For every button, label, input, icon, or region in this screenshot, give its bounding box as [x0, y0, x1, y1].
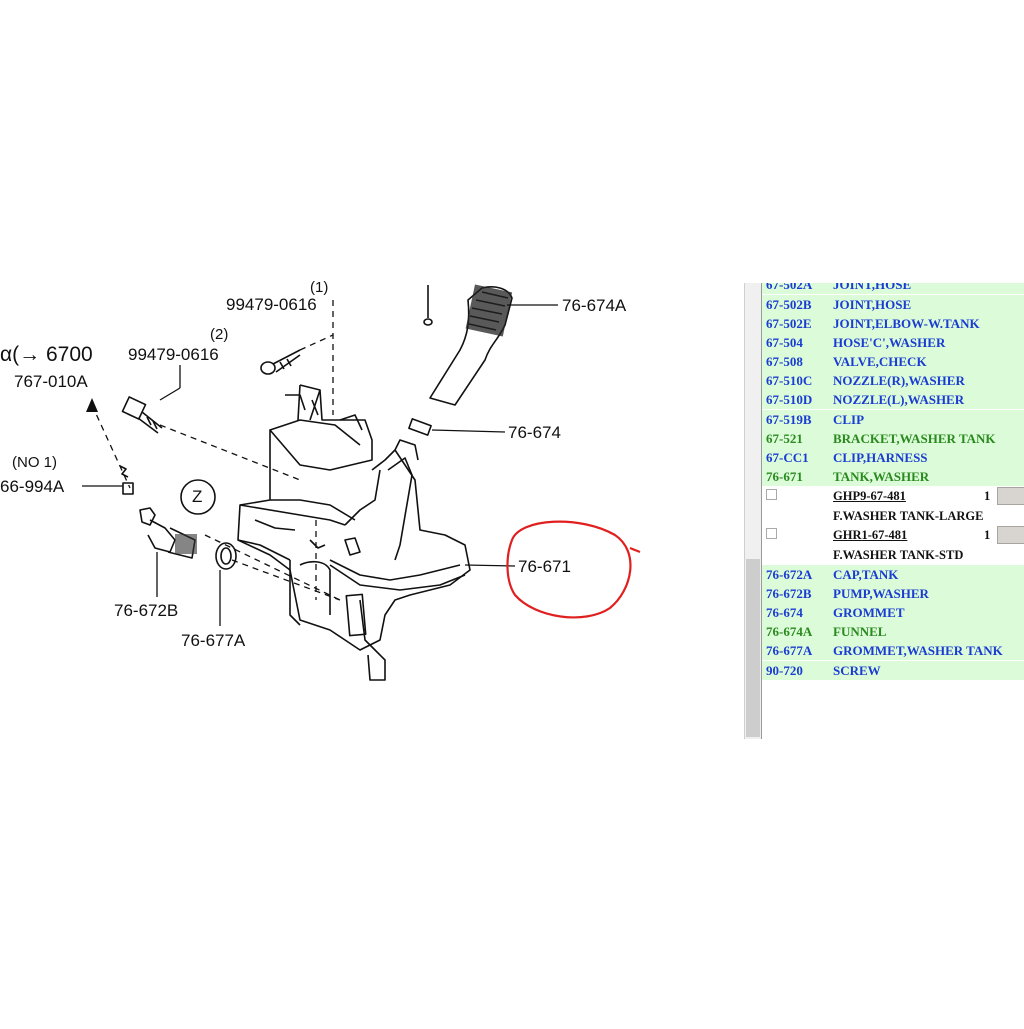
list-item[interactable]: 76-674A FUNNEL: [762, 622, 1024, 641]
callout-no1: (NO 1): [12, 454, 57, 471]
dashed-leader-lines: [91, 300, 341, 601]
part-desc[interactable]: NOZZLE(L),WASHER: [833, 392, 965, 407]
callout-screw-mid[interactable]: 99479-0616: [128, 345, 219, 364]
part-code[interactable]: 67-502A: [766, 283, 813, 292]
list-item[interactable]: 76-674 GROMMET: [762, 603, 1024, 622]
callout-ref-group-sub[interactable]: 767-010A: [14, 372, 88, 391]
quantity-input[interactable]: [997, 487, 1024, 505]
part-code[interactable]: 67-508: [766, 354, 803, 369]
part-code[interactable]: 90-720: [766, 663, 803, 678]
list-item[interactable]: 67-510C NOZZLE(R),WASHER: [762, 371, 1024, 390]
list-item[interactable]: 67-508 VALVE,CHECK: [762, 352, 1024, 371]
part-code[interactable]: 76-672B: [766, 586, 812, 601]
pump-icon: [139, 507, 197, 597]
highlight-circle: [506, 520, 641, 619]
part-desc[interactable]: GROMMET: [833, 605, 905, 620]
callout-screw-mid-qty: (2): [210, 326, 229, 343]
callout-screw-top[interactable]: 99479-0616: [226, 295, 317, 314]
part-number-link[interactable]: GHP9-67-481: [833, 489, 906, 503]
part-desc[interactable]: HOSE'C',WASHER: [833, 335, 946, 350]
washer-tank: [237, 384, 471, 681]
quantity-input[interactable]: [997, 526, 1024, 544]
part-code[interactable]: 67-502B: [766, 297, 812, 312]
part-desc[interactable]: CAP,TANK: [833, 567, 899, 582]
part-code[interactable]: 76-674A: [766, 624, 813, 639]
callout-funnel[interactable]: 76-674A: [562, 296, 627, 315]
part-code[interactable]: 67-CC1: [766, 450, 809, 465]
callout-grommet[interactable]: 76-674: [508, 423, 561, 442]
parts-diagram: (1) 99479-0616 (2) 99479-0616 α(→ 6700 7…: [0, 279, 641, 681]
part-code[interactable]: 76-671: [766, 469, 803, 484]
subitem-row: GHR1-67-481 1 F.WASHER TANK-STD: [762, 526, 1024, 564]
scrollbar-thumb[interactable]: [746, 559, 760, 737]
list-item[interactable]: 76-677A GROMMET,WASHER TANK: [762, 641, 1024, 660]
subitem-row: GHP9-67-481 1 F.WASHER TANK-LARGE: [762, 487, 1024, 525]
callout-screw-top-qty: (1): [310, 279, 329, 296]
list-item[interactable]: 67-502E JOINT,ELBOW-W.TANK: [762, 314, 1024, 333]
callout-zone: Z: [192, 487, 203, 506]
part-code[interactable]: 67-502E: [766, 316, 812, 331]
quantity-label: 1: [984, 489, 991, 503]
list-item[interactable]: 67-CC1 CLIP,HARNESS: [762, 448, 1024, 467]
subitem-desc: F.WASHER TANK-STD: [833, 548, 964, 562]
pin-icon: [423, 285, 433, 326]
callout-tank[interactable]: 76-671: [518, 557, 571, 576]
select-checkbox[interactable]: [766, 489, 777, 500]
part-code[interactable]: 76-674: [766, 605, 803, 620]
list-item[interactable]: 67-502A JOINT,HOSE: [762, 283, 1024, 294]
parts-list: 67-502A JOINT,HOSE 67-502B JOINT,HOSE 67…: [762, 283, 1024, 683]
part-code[interactable]: 76-677A: [766, 643, 813, 658]
clip-pin-icon: [119, 465, 129, 478]
part-desc[interactable]: FUNNEL: [833, 624, 887, 639]
list-item[interactable]: 90-720 SCREW: [762, 661, 1024, 680]
grommet-icon: [408, 418, 432, 436]
part-desc[interactable]: TANK,WASHER: [833, 469, 930, 484]
scrollbar[interactable]: [744, 283, 762, 739]
part-desc[interactable]: PUMP,WASHER: [833, 586, 929, 601]
zone-marker-circle: [180, 479, 216, 515]
part-desc[interactable]: BRACKET,WASHER TANK: [833, 431, 996, 446]
funnel-icon: [429, 284, 513, 406]
callout-ref-group[interactable]: α(→ 6700: [0, 343, 93, 366]
part-desc[interactable]: CLIP,HARNESS: [833, 450, 928, 465]
part-code[interactable]: 67-510D: [766, 392, 813, 407]
part-desc[interactable]: VALVE,CHECK: [833, 354, 927, 369]
callout-left-part[interactable]: 66-994A: [0, 477, 65, 496]
part-desc[interactable]: NOZZLE(R),WASHER: [833, 373, 965, 388]
part-desc[interactable]: JOINT,ELBOW-W.TANK: [833, 316, 980, 331]
callout-pump[interactable]: 76-672B: [114, 601, 179, 620]
part-number-link[interactable]: GHR1-67-481: [833, 528, 908, 542]
callout-grommet-tank[interactable]: 76-677A: [181, 631, 246, 650]
divider: [761, 283, 762, 739]
part-desc[interactable]: CLIP: [833, 412, 865, 427]
part-desc[interactable]: JOINT,HOSE: [833, 283, 912, 292]
list-item[interactable]: 76-671 TANK,WASHER: [762, 467, 1024, 486]
part-code[interactable]: 76-672A: [766, 567, 813, 582]
clip-icon: [122, 482, 134, 495]
part-desc[interactable]: SCREW: [833, 663, 881, 678]
part-code[interactable]: 67-504: [766, 335, 803, 350]
select-checkbox[interactable]: [766, 528, 777, 539]
quantity-label: 1: [984, 528, 991, 542]
list-item[interactable]: 67-510D NOZZLE(L),WASHER: [762, 390, 1024, 409]
part-desc[interactable]: GROMMET,WASHER TANK: [833, 643, 1003, 658]
list-item[interactable]: 76-672A CAP,TANK: [762, 565, 1024, 584]
part-desc[interactable]: JOINT,HOSE: [833, 297, 912, 312]
washer-tank-illustration: [82, 284, 641, 681]
list-item[interactable]: 67-519B CLIP: [762, 410, 1024, 429]
subitem-desc: F.WASHER TANK-LARGE: [833, 509, 984, 523]
grommet-ring-icon: [215, 542, 237, 626]
list-item[interactable]: 67-502B JOINT,HOSE: [762, 295, 1024, 314]
part-code[interactable]: 67-521: [766, 431, 803, 446]
bolt-icon: [121, 396, 163, 434]
part-code[interactable]: 67-510C: [766, 373, 813, 388]
list-item[interactable]: 67-504 HOSE'C',WASHER: [762, 333, 1024, 352]
part-code[interactable]: 67-519B: [766, 412, 812, 427]
list-item[interactable]: 76-672B PUMP,WASHER: [762, 584, 1024, 603]
screw-icon: [260, 349, 301, 375]
list-item[interactable]: 67-521 BRACKET,WASHER TANK: [762, 429, 1024, 448]
